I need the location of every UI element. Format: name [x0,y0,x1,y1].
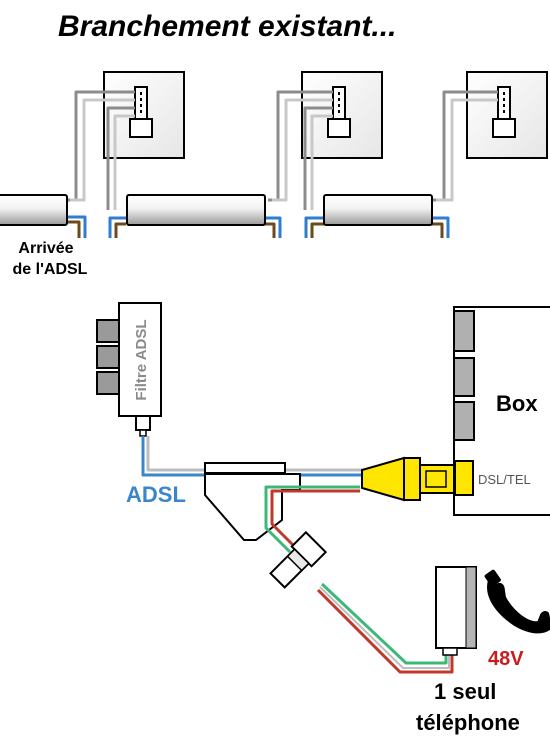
port-label: DSL/TEL [478,472,531,487]
y-splitter [204,462,301,541]
phone-caption-line2: téléphone [416,710,520,735]
arrival-label-line2: de l'ADSL [13,261,88,278]
arrival-label-line1: Arrivée [18,240,73,257]
diagram-title: Branchement existant... [58,10,396,43]
adsl-filter: Filtre ADSL [96,302,162,437]
socket-wires [65,90,498,210]
phone-caption-line1: 1 seul [434,679,496,704]
phone-handset-icon [484,569,550,634]
box-label: Box [496,391,538,416]
voltage-label: 48V [488,648,524,670]
wall-socket-icon [492,86,516,138]
rj11-plug-icon [269,530,328,589]
cable-segments [0,194,433,226]
wall-socket-icon [129,86,153,138]
telephone [435,566,477,656]
filter-label: Filtre ADSL [133,319,150,400]
phone-cable [264,485,454,674]
wall-socket-3 [466,71,548,159]
internet-box [453,306,550,516]
wall-socket-icon [327,86,351,138]
rj45-plug-icon [361,456,455,502]
adsl-label: ADSL [126,482,186,507]
